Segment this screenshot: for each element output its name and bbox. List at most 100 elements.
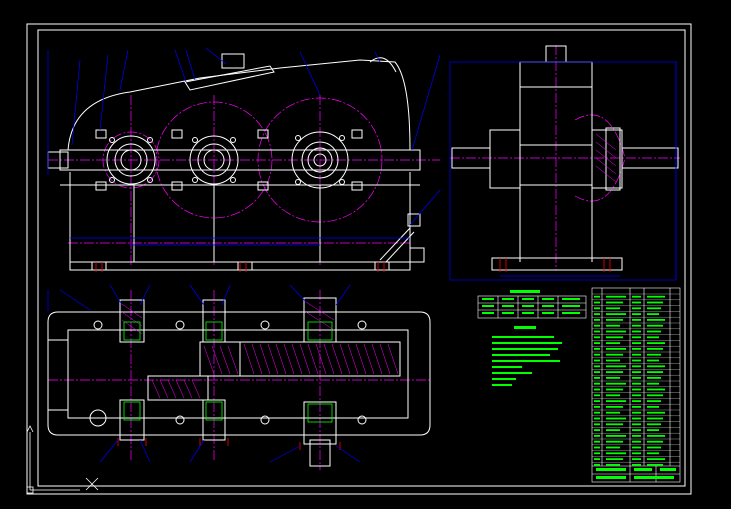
parts-list-cell-mark: [606, 295, 626, 298]
parts-list-cell-mark: [594, 417, 600, 420]
parts-list-cell-mark: [606, 446, 620, 449]
parts-list-cell-mark: [606, 307, 620, 310]
parts-list-cell-mark: [606, 452, 626, 455]
parts-list-cell-mark: [594, 336, 600, 339]
parts-list-cell-mark: [632, 458, 641, 460]
parts-list-cell-mark: [594, 440, 600, 443]
parts-list-cell-mark: [647, 429, 659, 431]
parts-list-cell-mark: [632, 342, 641, 344]
parts-list-cell-mark: [647, 307, 661, 310]
parts-list-cell-mark: [647, 394, 663, 397]
parts-list-cell-mark: [647, 440, 663, 443]
parts-list-cell-mark: [594, 295, 600, 298]
parts-list-cell-mark: [647, 377, 661, 379]
parts-list-cell-mark: [647, 353, 661, 356]
parts-list-cell-mark: [632, 348, 641, 350]
parts-list-cell-mark: [606, 336, 623, 339]
parts-list-cell-mark: [594, 429, 600, 431]
parts-list-cell-mark: [632, 435, 641, 437]
parts-list-cell-mark: [647, 406, 659, 408]
parts-list-cell-mark: [647, 342, 665, 344]
parts-list-cell-mark: [606, 458, 623, 460]
parts-list-cell-mark: [594, 400, 600, 402]
parts-list-cell-mark: [632, 388, 641, 391]
parts-list-cell-mark: [647, 417, 663, 420]
parts-list-cell-mark: [647, 359, 659, 362]
parts-list-cell-mark: [632, 365, 641, 368]
parts-list-cell-mark: [632, 452, 641, 455]
parts-list-cell-mark: [647, 324, 663, 327]
parts-list-cell-mark: [647, 330, 661, 333]
parts-list-cell-mark: [632, 446, 641, 449]
parts-list-cell-mark: [594, 435, 600, 437]
parts-list-cell-mark: [632, 359, 641, 362]
parts-list-cell-mark: [632, 307, 641, 310]
parameter-table[interactable]: [477, 290, 587, 319]
parts-list-cell-mark: [632, 406, 641, 408]
parts-list-cell-mark: [647, 301, 663, 304]
parts-list-cell-mark: [606, 359, 620, 362]
parts-list-cell-mark: [632, 336, 641, 339]
parts-list-cell-mark: [594, 411, 600, 414]
parts-list-cell-mark: [594, 348, 600, 350]
ucs-axis-icon: [26, 425, 80, 494]
parts-list-cell-mark: [606, 301, 623, 304]
parts-list-cell-mark: [594, 371, 600, 373]
parts-list-cell-mark: [647, 313, 659, 315]
parts-list-cell-mark: [632, 330, 641, 333]
parts-list-cell-mark: [594, 353, 600, 356]
parts-list-cell-mark: [606, 319, 623, 321]
parts-list-cell-mark: [632, 324, 641, 327]
parts-list-cell-mark: [594, 365, 600, 368]
parts-list-cell-mark: [647, 400, 661, 402]
parts-list-cell-mark: [647, 336, 659, 339]
parts-list-cell-mark: [606, 423, 623, 426]
parts-list-cell-mark: [647, 464, 663, 466]
parts-list-cell-mark: [594, 359, 600, 362]
parts-list-cell-mark: [606, 371, 623, 373]
technical-requirements[interactable]: [492, 326, 562, 386]
parts-list-cell-mark: [632, 464, 641, 466]
parts-list-cell-mark: [606, 440, 623, 443]
parts-list-cell-mark: [606, 388, 623, 391]
parts-list-cell-mark: [647, 446, 661, 449]
parts-list-cell-mark: [594, 319, 600, 321]
parts-list-cell-mark: [594, 377, 600, 379]
parts-list-cell-mark: [632, 411, 641, 414]
parts-list-cell-mark: [594, 324, 600, 327]
side-view[interactable]: [449, 45, 680, 281]
parts-list-cell-mark: [647, 388, 665, 391]
parts-list-cell-mark: [647, 435, 665, 437]
parts-list[interactable]: [591, 287, 681, 483]
parts-list-cell-mark: [606, 313, 626, 315]
parts-list-cell-mark: [647, 371, 663, 373]
parts-list-cell-mark: [632, 423, 641, 426]
parts-list-cell-mark: [647, 348, 663, 350]
parts-list-cell-mark: [606, 365, 626, 368]
parts-list-cell-mark: [594, 458, 600, 460]
parts-list-cell-mark: [606, 342, 620, 344]
parts-list-cell-mark: [632, 295, 641, 298]
parts-list-cell-mark: [594, 307, 600, 310]
drawing-frame: [26, 23, 692, 495]
parts-list-cell-mark: [606, 429, 620, 431]
parts-list-cell-mark: [647, 382, 659, 385]
parts-list-cell-mark: [594, 464, 600, 466]
parts-list-cell-mark: [594, 382, 600, 385]
parts-list-cell-mark: [594, 446, 600, 449]
parts-list-cell-mark: [606, 394, 620, 397]
parts-list-cell-mark: [606, 400, 626, 402]
front-view[interactable]: [47, 47, 441, 272]
parts-list-cell-mark: [632, 319, 641, 321]
parts-list-cell-mark: [647, 295, 665, 298]
parts-list-cell-mark: [632, 429, 641, 431]
parts-list-cell-mark: [594, 301, 600, 304]
parts-list-cell-mark: [606, 324, 620, 327]
parts-list-cell-mark: [632, 417, 641, 420]
parts-list-cell-mark: [632, 440, 641, 443]
parts-list-cell-mark: [594, 330, 600, 333]
top-section-view[interactable]: [47, 284, 431, 470]
parts-list-cell-mark: [594, 342, 600, 344]
